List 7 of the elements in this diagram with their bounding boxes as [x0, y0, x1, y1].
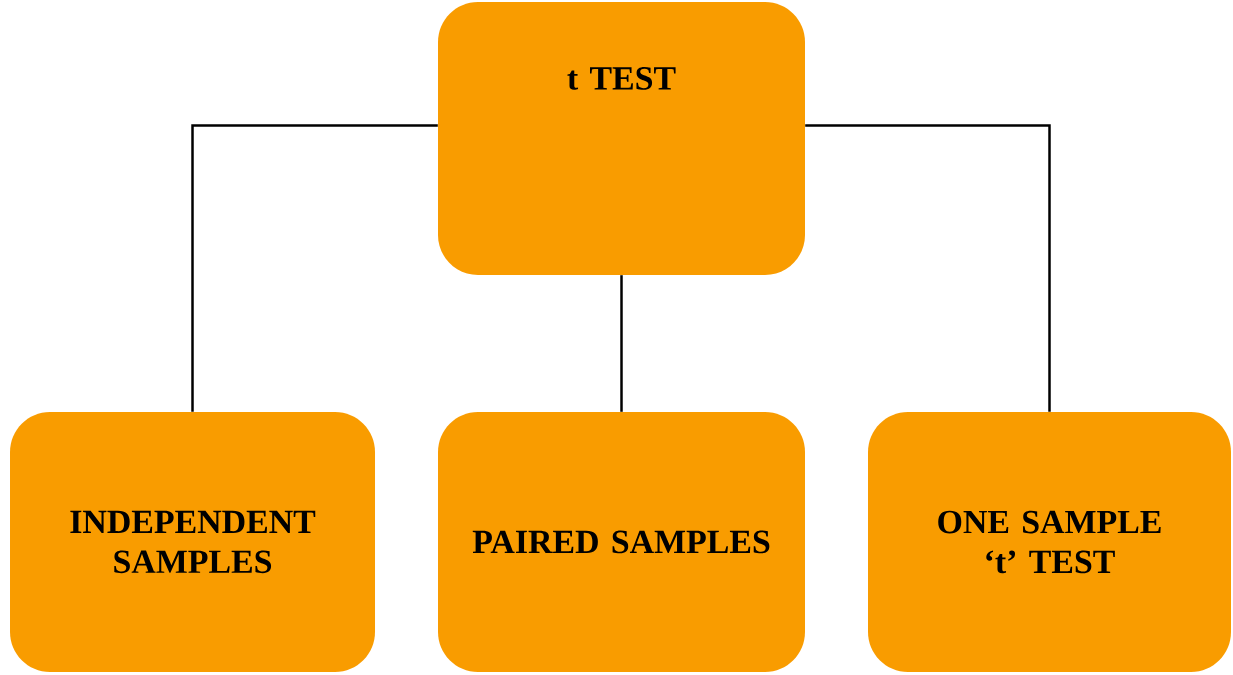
process-box: ONE SAMPLE ‘t’ TEST: [868, 412, 1231, 672]
process-box: INDEPENDENT SAMPLES: [10, 412, 375, 672]
process-box: PAIRED SAMPLES: [438, 412, 805, 672]
connector-line: [805, 124, 1051, 412]
connector-line: [191, 124, 438, 412]
process-box: t TEST: [438, 2, 805, 275]
connector-line: [620, 275, 623, 412]
